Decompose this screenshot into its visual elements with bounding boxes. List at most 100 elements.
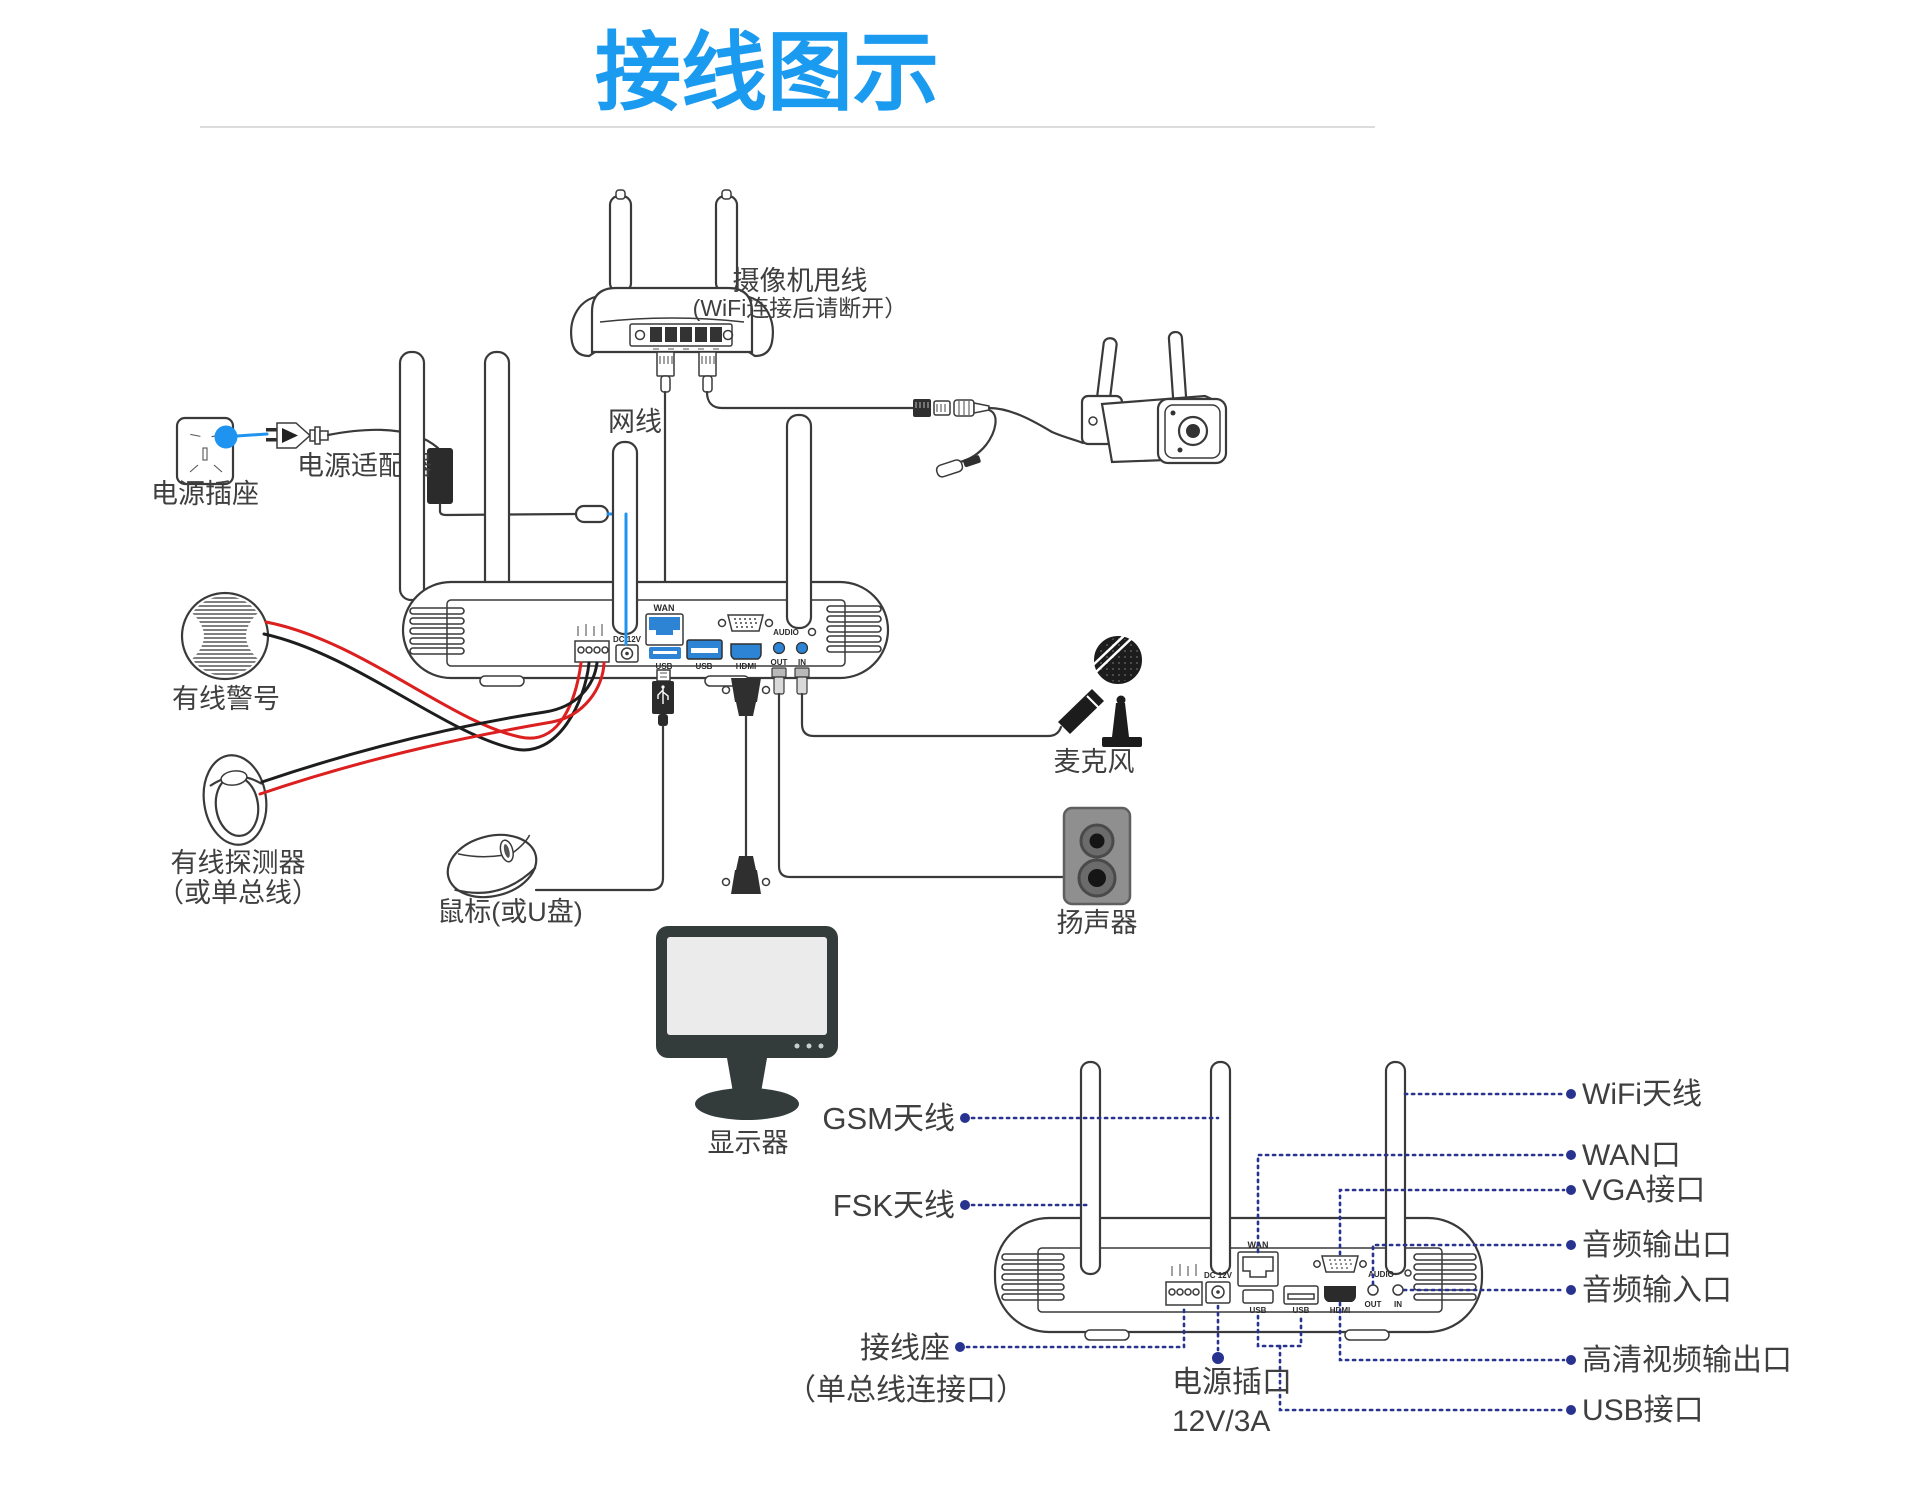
coupler-pins <box>915 402 929 408</box>
vga-pins <box>1329 1259 1352 1269</box>
audio-out-cable-to-speaker <box>777 692 1066 879</box>
siren-hatch <box>185 596 265 676</box>
camera-ir-dot <box>1170 410 1176 416</box>
vga-plug-screw <box>721 685 731 695</box>
label-hd-video-out: 高清视频输出口 <box>1582 1344 1792 1377</box>
label-wifi-antenna: WiFi天线 <box>1582 1078 1702 1111</box>
dc-plug <box>963 455 981 468</box>
terminal-pin-labels <box>577 624 603 636</box>
rca-body <box>773 676 785 695</box>
bottom-foot <box>1084 1329 1130 1341</box>
callout-usb-dot <box>1566 1405 1576 1415</box>
nvr-wan-port <box>645 613 684 646</box>
camera-illustration <box>1080 330 1228 465</box>
pigtail-connectors <box>913 399 1085 478</box>
label-power-jack-1: 电源插口 <box>1172 1366 1292 1399</box>
mic-post <box>1112 703 1129 737</box>
fitting-ridges <box>958 401 970 415</box>
mouse-base <box>454 866 537 894</box>
nvr-panel <box>446 599 846 667</box>
bport-label-dc: DC 12V <box>1204 1271 1233 1280</box>
rj45-port <box>680 327 692 342</box>
page-title: 接线图示 <box>595 25 939 121</box>
microphone-illustration <box>1058 630 1142 747</box>
label-wired-detector-note: （或单总线） <box>157 878 319 908</box>
speaker-cone-top <box>1089 833 1105 849</box>
rca-plug-in <box>794 667 810 695</box>
terminal-screw <box>593 646 601 654</box>
bottom-terminal-block <box>1165 1264 1203 1306</box>
rca-ring <box>794 667 810 678</box>
router-illustration <box>570 189 774 393</box>
port-label-wan: WAN <box>654 603 675 613</box>
siren-wedge-left <box>184 606 204 666</box>
vga-plug-upper <box>721 678 771 716</box>
usb-boot <box>658 714 668 726</box>
vga-plug-boot <box>736 856 756 870</box>
pigtail-wire-to-dc <box>958 408 997 464</box>
label-camera-pigtail-note: (WiFi连接后请断开） <box>693 295 908 321</box>
terminal-body <box>1165 1281 1203 1306</box>
terminal-screw <box>601 646 609 654</box>
mouse-seams <box>457 834 531 858</box>
callout-hdmi-line <box>1338 1301 1566 1362</box>
terminal-pin-labels <box>1171 1264 1197 1276</box>
callout-hdmi-dot <box>1566 1355 1576 1365</box>
plug-prong <box>266 438 277 442</box>
callout-audio-in-dot <box>1566 1285 1576 1295</box>
vga-plug-shell <box>731 678 761 702</box>
monitor-led <box>806 1043 812 1049</box>
rca-body <box>796 676 808 695</box>
bracket-screw <box>1088 416 1098 426</box>
usb-cable-to-mouse <box>534 724 665 892</box>
mouse-body <box>446 833 538 899</box>
bottom-hdmi-port <box>1324 1286 1356 1302</box>
callout-lines <box>955 1089 1576 1415</box>
nvr-vga-port <box>717 614 774 632</box>
wan-rj45-blue <box>649 617 680 635</box>
vga-plug-screw <box>761 685 771 695</box>
label-power-jack-2: 12V/3A <box>1172 1405 1270 1438</box>
terminal-screw <box>1176 1288 1184 1296</box>
label-gsm-antenna: GSM天线 <box>822 1101 955 1136</box>
bottom-antenna-2 <box>1209 1060 1232 1276</box>
terminal-screw <box>1168 1288 1176 1296</box>
bottom-antenna-1 <box>1079 1060 1102 1276</box>
port-label-dc: DC 12V <box>613 635 642 644</box>
ethernet-plug-left <box>656 351 675 393</box>
rj45-coupler-a <box>913 399 931 417</box>
dc-jack-pin <box>625 651 629 656</box>
callout-power-dot <box>1212 1352 1224 1364</box>
siren-illustration <box>180 591 270 681</box>
nvr-audio-out-jack <box>772 641 786 655</box>
callout-audio-out-line <box>1371 1243 1566 1286</box>
router-reset-hole <box>722 329 734 341</box>
dc-jack-ring <box>620 647 634 660</box>
label-monitor: 显示器 <box>708 1128 789 1158</box>
mic-handle-ring <box>1086 695 1099 708</box>
router-wing-right <box>747 295 774 358</box>
vga-shell <box>1321 1255 1359 1273</box>
bottom-antenna-3 <box>1384 1060 1407 1276</box>
router-lan-ports <box>650 327 734 350</box>
monitor-led <box>794 1043 800 1049</box>
vga-screw <box>764 618 774 628</box>
label-power-socket: 电源插座 <box>151 479 259 509</box>
mic-hinge <box>1116 695 1126 705</box>
nvr-foot <box>479 675 525 687</box>
vga-plug-screw <box>761 877 771 887</box>
label-audio-in: 音频输入口 <box>1582 1274 1732 1307</box>
usb-icon <box>657 688 669 704</box>
pigtail-wire-to-camera <box>987 406 1085 445</box>
monitor-base <box>695 1088 799 1120</box>
nvr-antenna-4 <box>785 413 813 630</box>
callout-fsk-dot <box>960 1200 970 1210</box>
detector-eye <box>220 770 248 786</box>
router-antenna-left-tip <box>615 189 626 200</box>
label-speaker: 扬声器 <box>1057 908 1138 938</box>
speaker-illustration <box>1062 806 1132 906</box>
nvr-antenna-1 <box>398 350 426 602</box>
detector-illustration <box>202 754 268 846</box>
bport-label-in: IN <box>1394 1300 1402 1309</box>
panel-screw <box>1404 1269 1412 1277</box>
